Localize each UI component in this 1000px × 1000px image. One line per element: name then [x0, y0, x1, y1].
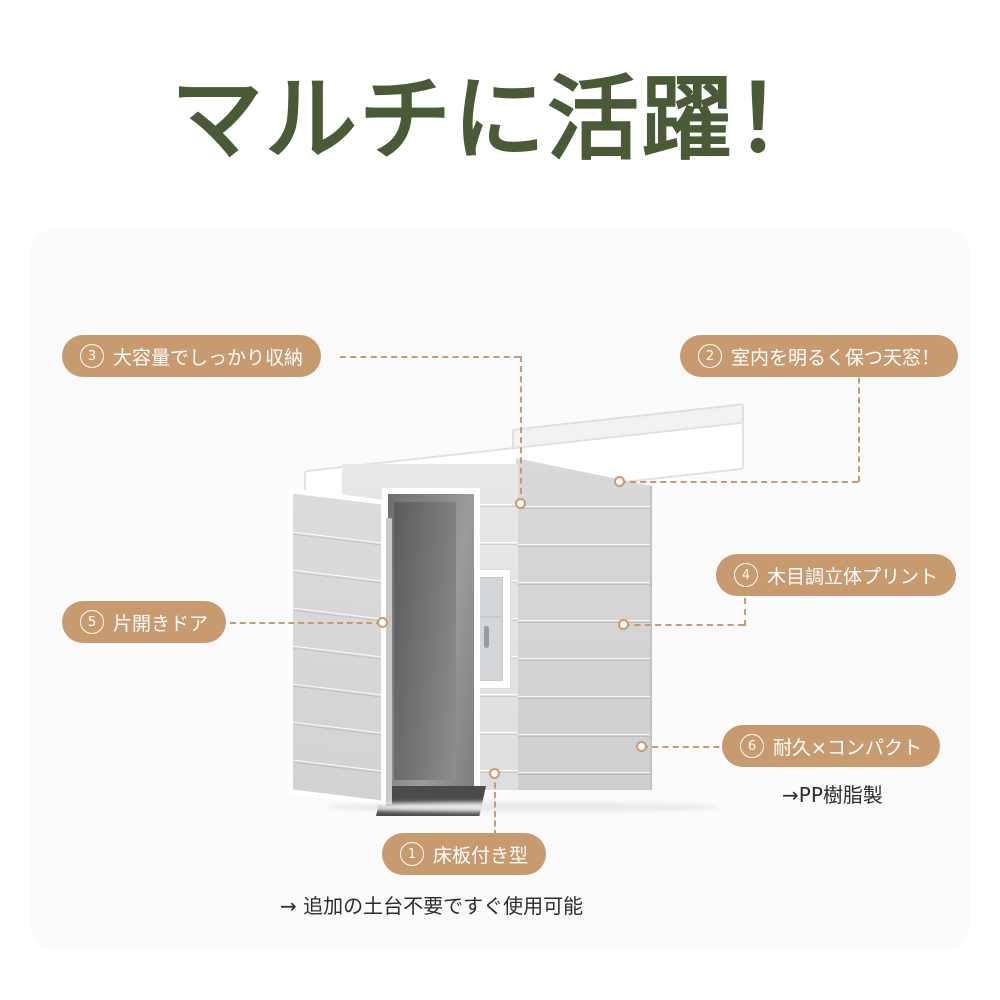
note-no-foundation: → 追加の土台不要ですぐ使用可能 — [280, 894, 584, 918]
connector-1-vertical — [494, 773, 496, 855]
connector-4-horizontal — [624, 624, 744, 626]
label-number-3: 3 — [80, 344, 104, 368]
anchor-dot-4 — [618, 619, 629, 630]
label-text-2: 室内を明るく保つ天窓！ — [731, 346, 941, 369]
label-durable-compact[interactable]: 6 耐久×コンパクト — [722, 725, 940, 767]
label-storage-capacity[interactable]: 3 大容量でしっかり収納 — [62, 335, 322, 377]
shed-door-leaf — [288, 487, 386, 807]
door-handle — [484, 626, 489, 648]
content-card: 3 大容量でしっかり収納 2 室内を明るく保つ天窓！ 4 木目調立体プリント 5… — [30, 228, 970, 950]
label-number-1: 1 — [400, 842, 424, 866]
label-text-1: 床板付き型 — [433, 844, 529, 867]
label-text-5: 片開きドア — [113, 612, 209, 635]
connector-3-horizontal — [340, 356, 520, 358]
ground-shadow — [328, 802, 718, 812]
label-number-4: 4 — [734, 563, 758, 587]
label-number-2: 2 — [698, 344, 722, 368]
anchor-dot-3 — [515, 498, 526, 509]
shed-doorway — [382, 488, 480, 806]
note-pp-resin: →PP樹脂製 — [782, 783, 883, 807]
connector-6-horizontal — [642, 746, 750, 748]
connector-4-vertical — [744, 576, 746, 626]
connector-2-vertical — [858, 358, 860, 482]
anchor-dot-2 — [614, 476, 625, 487]
label-skylight[interactable]: 2 室内を明るく保つ天窓！ — [680, 335, 959, 377]
label-number-5: 5 — [80, 610, 104, 634]
label-text-4: 木目調立体プリント — [767, 565, 939, 588]
label-floor-panel[interactable]: 1 床板付き型 — [382, 833, 547, 875]
label-text-3: 大容量でしっかり収納 — [113, 346, 304, 369]
label-single-door[interactable]: 5 片開きドア — [62, 601, 227, 643]
page-title: マルチに活躍！ — [170, 66, 829, 173]
label-number-6: 6 — [740, 734, 764, 758]
label-text-6: 耐久×コンパクト — [773, 736, 922, 759]
anchor-dot-1 — [489, 768, 500, 779]
shed-illustration — [288, 398, 748, 828]
connector-2-horizontal — [620, 481, 858, 483]
connector-3-vertical — [520, 356, 522, 504]
connector-5-horizontal — [230, 622, 382, 624]
label-wood-grain-print[interactable]: 4 木目調立体プリント — [716, 554, 957, 596]
anchor-dot-5 — [377, 617, 388, 628]
anchor-dot-6 — [636, 741, 647, 752]
